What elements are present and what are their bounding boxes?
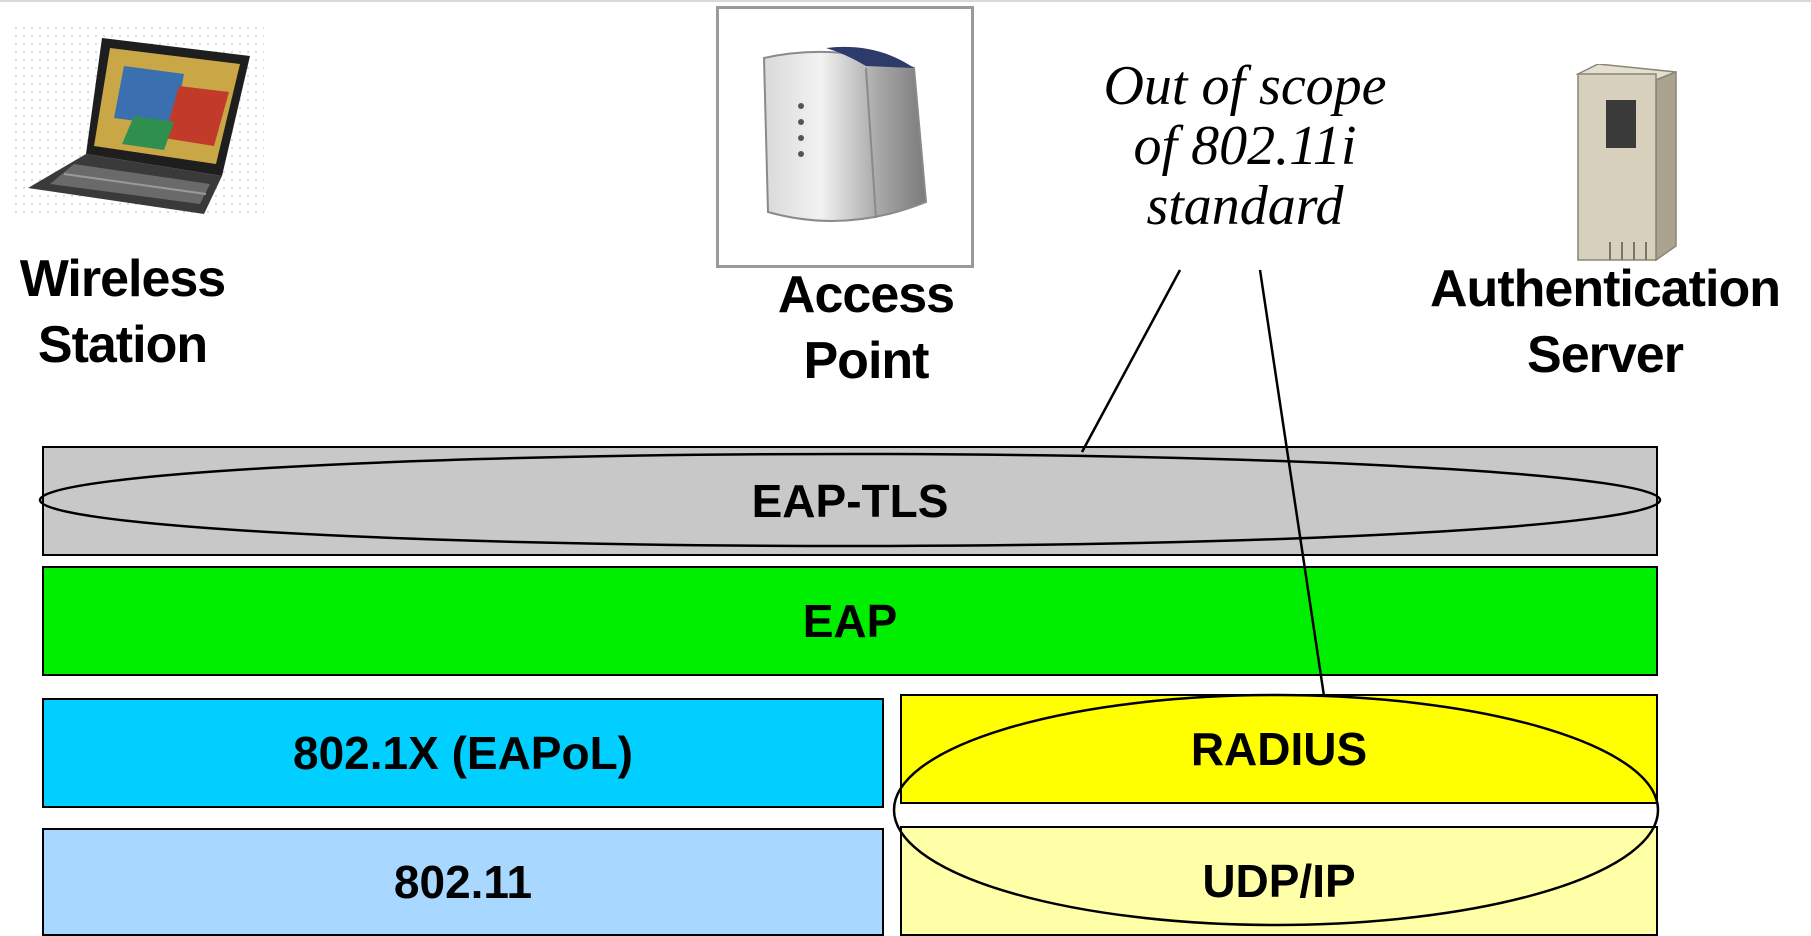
udpip-label: UDP/IP: [1202, 855, 1356, 907]
server-tower-icon: [1576, 64, 1677, 262]
eap-tls-label: EAP-TLS: [751, 475, 949, 527]
udpip-layer: UDP/IP: [900, 826, 1658, 936]
laptop-icon: [14, 26, 264, 216]
eapol-layer: 802.1X (EAPoL): [42, 698, 884, 808]
wireless-station-label-line1: Wireless: [19, 250, 226, 308]
eap-tls-layer: EAP-TLS: [42, 446, 1658, 556]
radius-layer: RADIUS: [900, 694, 1658, 804]
out-of-scope-note-line1: Out of scope: [1103, 55, 1387, 117]
wireless-station-label: Wireless Station: [0, 246, 245, 378]
out-of-scope-note: Out of scope of 802.11i standard: [1040, 56, 1450, 236]
out-of-scope-note-line3: standard: [1146, 175, 1344, 237]
eapol-label: 802.1X (EAPoL): [293, 727, 633, 779]
callout-line-eap-tls: [1080, 269, 1182, 453]
wireless-station-label-line2: Station: [37, 316, 208, 374]
dot11-layer: 802.11: [42, 828, 884, 936]
authentication-server-label: Authentication Server: [1400, 256, 1810, 388]
out-of-scope-note-line2: of 802.11i: [1133, 115, 1357, 177]
access-point-icon: [716, 6, 974, 268]
radius-label: RADIUS: [1190, 723, 1368, 775]
eap-layer: EAP: [42, 566, 1658, 676]
authentication-server-label-line2: Server: [1527, 326, 1684, 384]
dot11-label: 802.11: [393, 856, 533, 908]
access-point-label-line2: Point: [803, 332, 930, 390]
top-rule: [0, 0, 1811, 2]
authentication-server-label-line1: Authentication: [1430, 260, 1781, 318]
eap-label: EAP: [802, 595, 898, 647]
access-point-label: Access Point: [718, 262, 1014, 394]
access-point-label-line1: Access: [777, 266, 955, 324]
